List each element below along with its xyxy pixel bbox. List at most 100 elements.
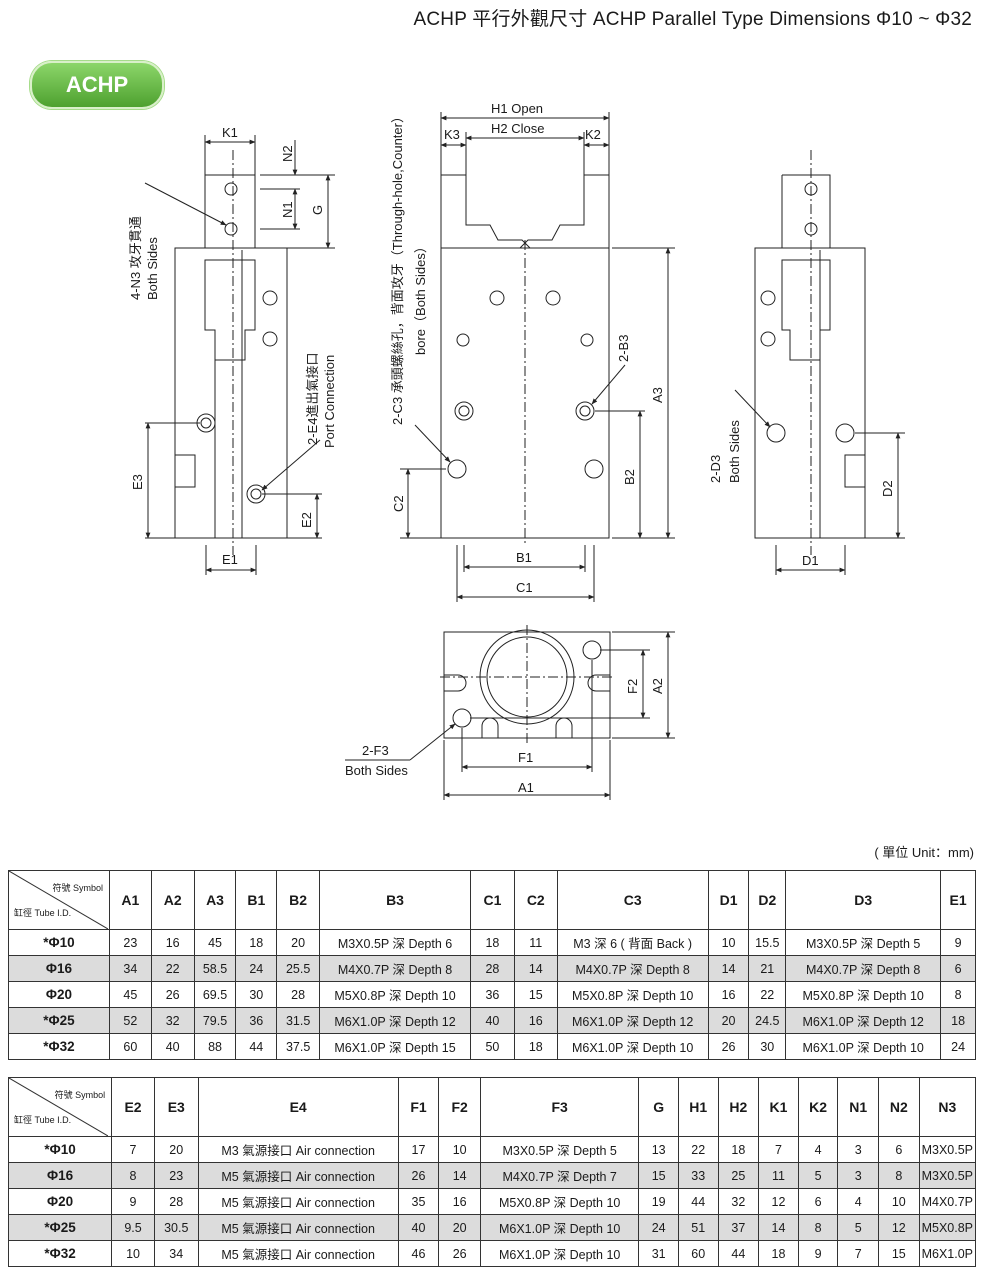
table-cell: 16 <box>150 929 195 956</box>
table-cell: 14 <box>438 1162 481 1189</box>
table-cell: 40 <box>397 1214 440 1241</box>
bottom-view <box>345 625 675 800</box>
row-size-cell: *Φ10 <box>8 929 110 956</box>
corner-symbol: 符號 Symbol <box>52 883 103 893</box>
column-header: G <box>638 1077 679 1137</box>
table-cell: 5 <box>797 1162 839 1189</box>
label-a2: A2 <box>650 678 665 694</box>
column-header: D2 <box>748 870 787 930</box>
table-cell: 9 <box>940 929 976 956</box>
row-size-cell: *Φ10 <box>7 1136 113 1163</box>
label-e1: E1 <box>222 552 238 567</box>
row-size-cell: *Φ32 <box>7 1240 113 1267</box>
table-cell: 44 <box>717 1240 760 1267</box>
row-size-cell: *Φ25 <box>8 1007 110 1034</box>
table-cell: 12 <box>877 1214 920 1241</box>
table-cell: 58.5 <box>193 955 237 982</box>
label-a1: A1 <box>518 780 534 795</box>
table-cell: 14 <box>758 1214 799 1241</box>
label-d2: D2 <box>880 480 895 497</box>
table-cell: 30 <box>235 981 278 1008</box>
table-cell: M6X1.0P 深 Depth 15 <box>319 1033 471 1060</box>
table-cell: 45 <box>108 981 152 1008</box>
column-header: B3 <box>319 870 471 930</box>
table-cell: 12 <box>758 1188 799 1215</box>
table-cell: 44 <box>677 1188 719 1215</box>
label-e4-cn: 2-E4進出氣接口 <box>305 353 320 445</box>
table-cell: 51 <box>677 1214 719 1241</box>
table-cell: 32 <box>717 1188 760 1215</box>
table-cell: M6X1.0P 深 Depth 12 <box>785 1007 942 1034</box>
label-d1: D1 <box>802 553 819 568</box>
label-e4-en: Port Connection <box>322 355 337 448</box>
row-size-cell: Φ20 <box>8 981 110 1008</box>
table-cell: 31 <box>638 1240 679 1267</box>
column-header: B1 <box>235 870 278 930</box>
table-cell: 37 <box>717 1214 760 1241</box>
table-cell: 7 <box>758 1136 799 1163</box>
column-header: C2 <box>513 870 558 930</box>
table-cell: 10 <box>438 1136 481 1163</box>
table-cell: 26 <box>707 1033 750 1060</box>
table-cell: 33 <box>677 1162 719 1189</box>
table-cell: 25 <box>717 1162 760 1189</box>
table-cell: M6X1.0P 深 Depth 10 <box>785 1033 942 1060</box>
table-cell: M5X0.8P 深 Depth 10 <box>479 1188 640 1215</box>
table-cell: 18 <box>513 1033 558 1060</box>
row-size-cell: Φ20 <box>7 1188 113 1215</box>
label-g: G <box>310 205 325 215</box>
label-d3-en: Both Sides <box>727 420 742 483</box>
column-header: C1 <box>470 870 515 930</box>
table-cell: 40 <box>470 1007 515 1034</box>
table-cell: 26 <box>150 981 195 1008</box>
table-cell: 44 <box>235 1033 278 1060</box>
table-cell: 45 <box>193 929 237 956</box>
table-cell: 88 <box>193 1033 237 1060</box>
label-k2: K2 <box>585 127 601 142</box>
table-cell: 31.5 <box>276 1007 321 1034</box>
table-cell: 60 <box>108 1033 152 1060</box>
table-cell: M6X1.0P <box>918 1240 977 1267</box>
table-cell: 36 <box>470 981 515 1008</box>
table-cell: 22 <box>677 1136 719 1163</box>
table-cell: 5 <box>837 1214 879 1241</box>
table-cell: 23 <box>108 929 152 956</box>
table-cell: M4X0.7P 深 Depth 7 <box>479 1162 640 1189</box>
table-cell: 15 <box>513 981 558 1008</box>
table-cell: 22 <box>150 955 195 982</box>
column-header: K2 <box>797 1077 839 1137</box>
label-n3-cn: 4-N3 攻牙貫通 <box>128 216 143 300</box>
table-cell: 22 <box>748 981 787 1008</box>
dimension-drawing: K1 N2 N1 G 4-N3 攻牙貫通 Both Sides 2-E4進出氣接… <box>128 101 905 800</box>
column-header: F2 <box>438 1077 481 1137</box>
table-cell: 3 <box>837 1162 879 1189</box>
table-cell: 8 <box>940 981 976 1008</box>
table-cell: 20 <box>153 1136 199 1163</box>
column-header: N2 <box>877 1077 920 1137</box>
column-header: H1 <box>677 1077 719 1137</box>
table-cell: 18 <box>758 1240 799 1267</box>
table-cell: 24 <box>638 1214 679 1241</box>
table-cell: 18 <box>235 929 278 956</box>
label-d3: 2-D3 <box>708 455 723 483</box>
table-cell: 32 <box>150 1007 195 1034</box>
column-header: E3 <box>153 1077 199 1137</box>
table-cell: 30 <box>748 1033 787 1060</box>
table-cell: 19 <box>638 1188 679 1215</box>
table-cell: 16 <box>513 1007 558 1034</box>
table-cell: 40 <box>150 1033 195 1060</box>
table-cell: 26 <box>397 1162 440 1189</box>
table-cell: 4 <box>797 1136 839 1163</box>
label-b1: B1 <box>516 550 532 565</box>
table-cell: 52 <box>108 1007 152 1034</box>
table-cell: 10 <box>877 1188 920 1215</box>
table-cell: M3X0.5P <box>918 1162 977 1189</box>
column-header: N3 <box>918 1077 977 1137</box>
label-e3: E3 <box>130 474 145 490</box>
table-cell: M4X0.7P 深 Depth 8 <box>785 955 942 982</box>
